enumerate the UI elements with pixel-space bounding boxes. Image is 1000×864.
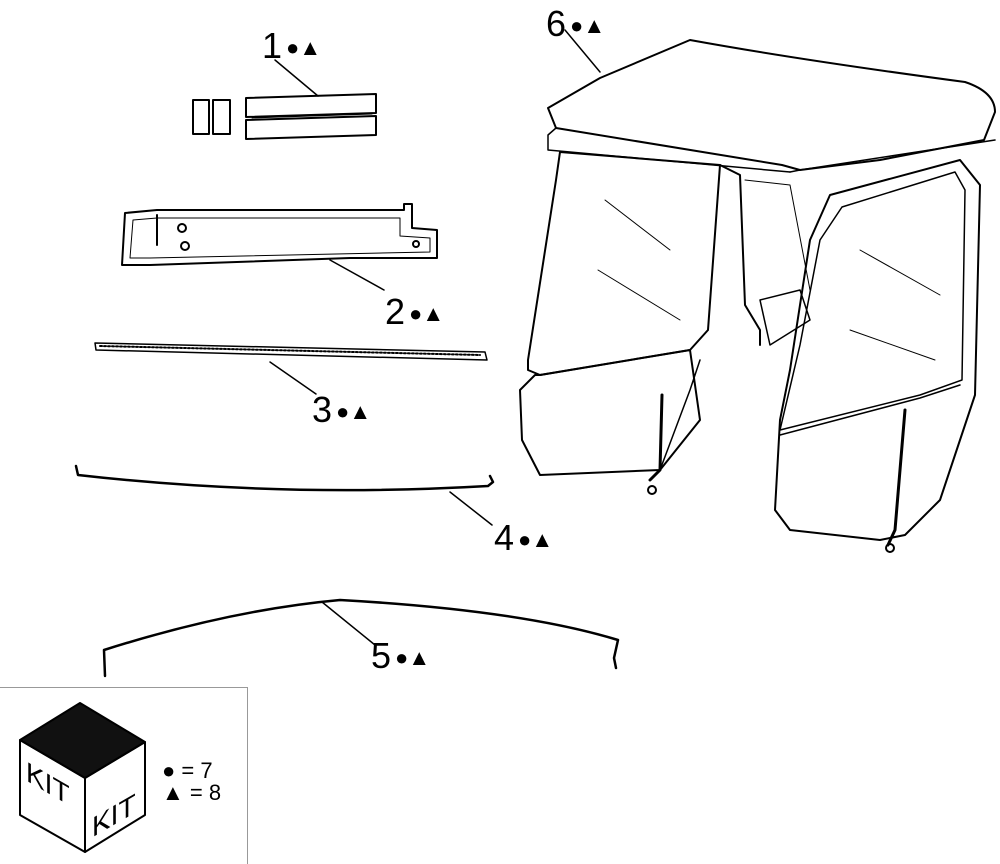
part-6-drawing <box>519 29 996 553</box>
part-3-drawing <box>94 342 488 395</box>
callout-1: 1●▲ <box>262 28 321 66</box>
part-2-drawing <box>121 203 438 291</box>
legend-triangle-row: ▲ = 8 <box>162 780 222 805</box>
kit-marks: ●▲ <box>518 527 554 553</box>
callout-5: 5●▲ <box>371 638 430 676</box>
callout-6: 6●▲ <box>546 6 605 44</box>
kit-marks: ●▲ <box>336 399 372 425</box>
legend-circle-row: ● = 7 <box>162 758 213 783</box>
kit-cube-icon <box>19 702 146 853</box>
kit-marks: ●▲ <box>395 645 431 671</box>
part-number: 3 <box>312 389 333 430</box>
callout-2: 2●▲ <box>385 294 444 332</box>
kit-marks: ●▲ <box>409 301 445 327</box>
part-number: 2 <box>385 291 406 332</box>
kit-legend <box>0 687 248 864</box>
callout-4: 4●▲ <box>494 520 553 558</box>
part-number: 4 <box>494 517 515 558</box>
part-4-drawing <box>74 464 495 526</box>
callout-3: 3●▲ <box>312 392 371 430</box>
part-number: 5 <box>371 635 392 676</box>
kit-marks: ●▲ <box>286 35 322 61</box>
part-5-drawing <box>102 598 620 678</box>
part-number: 6 <box>546 3 567 44</box>
kit-marks: ●▲ <box>570 13 606 39</box>
part-1-drawing <box>192 59 377 140</box>
part-number: 1 <box>262 25 283 66</box>
